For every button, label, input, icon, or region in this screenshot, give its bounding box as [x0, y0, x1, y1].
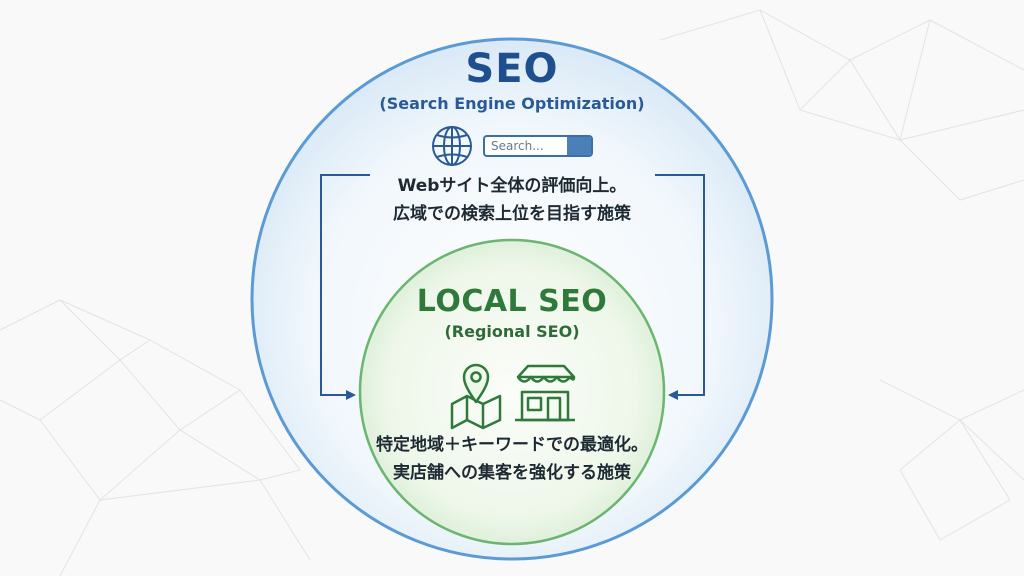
- local-seo-description: 特定地域＋キーワードでの最適化。 実店舗への集客を強化する施策: [0, 431, 1024, 487]
- seo-title: SEO: [465, 46, 559, 92]
- seo-description-line2: 広域での検索上位を目指す施策: [393, 204, 631, 224]
- search-box: Search...: [483, 135, 593, 157]
- local-seo-description-line2: 実店舗への集客を強化する施策: [393, 463, 631, 483]
- search-button: [567, 137, 591, 155]
- local-seo-subtitle: (Regional SEO): [444, 322, 580, 341]
- right-connector-arrow: [655, 174, 705, 400]
- background-mesh: [0, 9, 1024, 576]
- seo-description: Webサイト全体の評価向上。 広域での検索上位を目指す施策: [0, 172, 1024, 228]
- local-seo-circle: [358, 238, 666, 546]
- search-placeholder: Search...: [491, 139, 544, 153]
- seo-description-line1: Webサイト全体の評価向上。: [397, 176, 627, 196]
- map-pin-icon: [450, 363, 502, 430]
- globe-icon: [432, 126, 472, 166]
- storefront-icon: [515, 364, 576, 422]
- left-connector-arrow: [320, 174, 370, 400]
- seo-subtitle: (Search Engine Optimization): [379, 94, 645, 113]
- local-seo-description-line1: 特定地域＋キーワードでの最適化。: [376, 435, 648, 455]
- local-seo-title: LOCAL SEO: [416, 284, 608, 319]
